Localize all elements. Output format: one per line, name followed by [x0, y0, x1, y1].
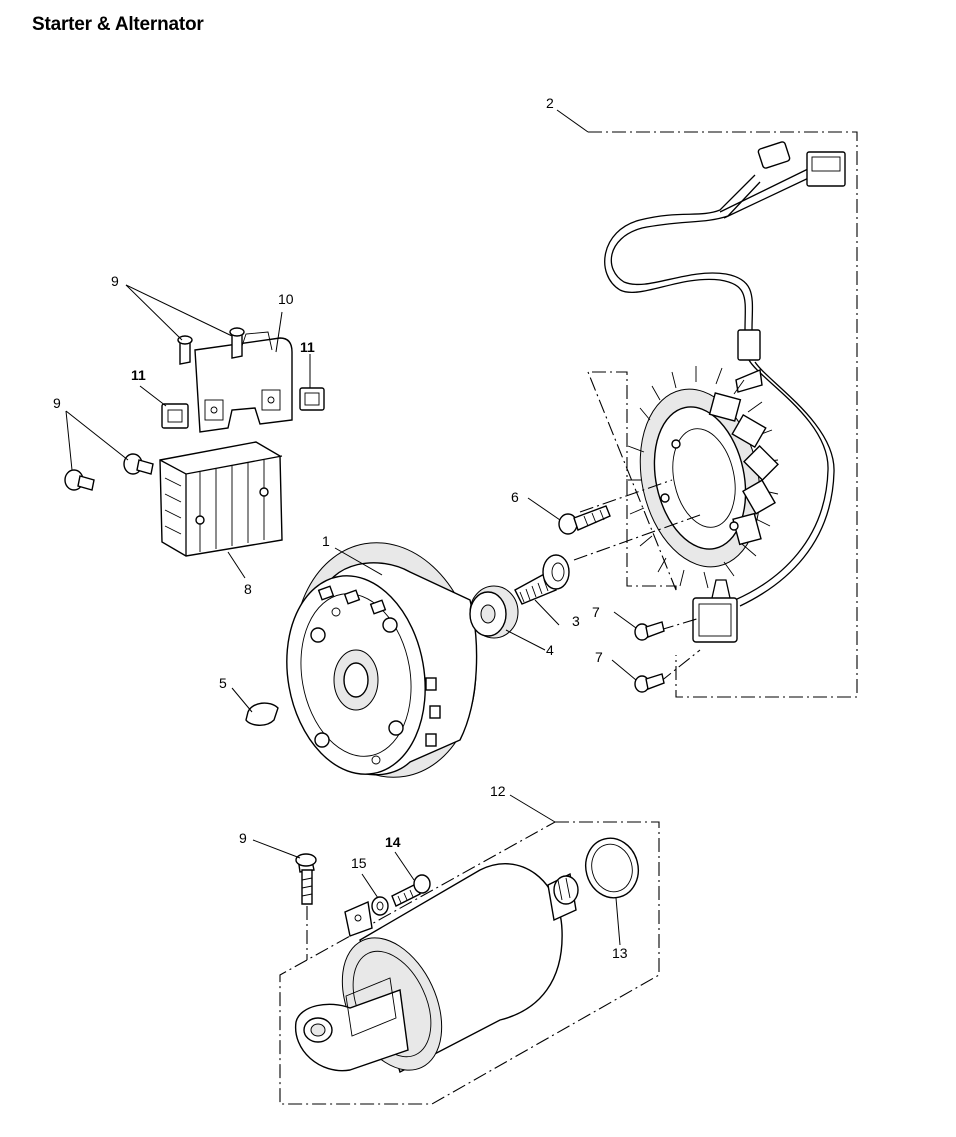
callout-14: 14: [385, 834, 401, 850]
stator-screw: [558, 505, 611, 535]
rubber-mount-right: [299, 387, 325, 411]
callout-12: 12: [490, 783, 506, 799]
flywheel-rotor: [286, 542, 478, 778]
leader-lines: [65, 109, 637, 946]
pickup-screw-lower: [634, 673, 665, 693]
regulator-bracket: [194, 331, 293, 433]
bracket-bolt-left: [177, 335, 193, 365]
callout-10: 10: [278, 291, 294, 307]
callout-3: 3: [572, 613, 580, 629]
callout-6: 6: [511, 489, 519, 505]
washer: [469, 585, 519, 639]
starter-bolt: [295, 853, 317, 960]
regulator-bolt-right: [123, 453, 154, 475]
callout-7-lower: 7: [595, 649, 603, 665]
stator-coil: [626, 366, 779, 589]
callout-11-left: 11: [131, 367, 146, 383]
rubber-mount-left: [161, 403, 189, 429]
callout-9-regulator: 9: [53, 395, 61, 411]
callout-13: 13: [612, 945, 628, 961]
callout-9-bracket: 9: [111, 273, 119, 289]
callout-2: 2: [546, 95, 554, 111]
pickup-screw-upper: [634, 621, 665, 641]
callout-5: 5: [219, 675, 227, 691]
bracket-bolt-right: [229, 327, 245, 359]
callout-9-starter: 9: [239, 830, 247, 846]
pickup-coil: [692, 579, 738, 643]
page-title: Starter & Alternator: [32, 14, 204, 35]
callout-11-right: 11: [300, 339, 315, 355]
starter-group-boundary: [279, 821, 660, 1105]
rotor-bolt: [514, 554, 570, 605]
stator-harness: [604, 141, 846, 607]
stator-group-boundary: [587, 131, 858, 698]
woodruff-key: [245, 702, 279, 726]
callout-1: 1: [322, 533, 330, 549]
callout-7-upper: 7: [592, 604, 600, 620]
callout-15: 15: [351, 855, 367, 871]
regulator-bolt-left: [64, 469, 95, 491]
callout-4: 4: [546, 642, 554, 658]
callout-8: 8: [244, 581, 252, 597]
voltage-regulator: [159, 441, 283, 557]
starter-terminal-screw: [391, 874, 431, 907]
starter-motor: [295, 863, 579, 1074]
o-ring: [585, 837, 639, 899]
starter-nut: [371, 896, 389, 916]
